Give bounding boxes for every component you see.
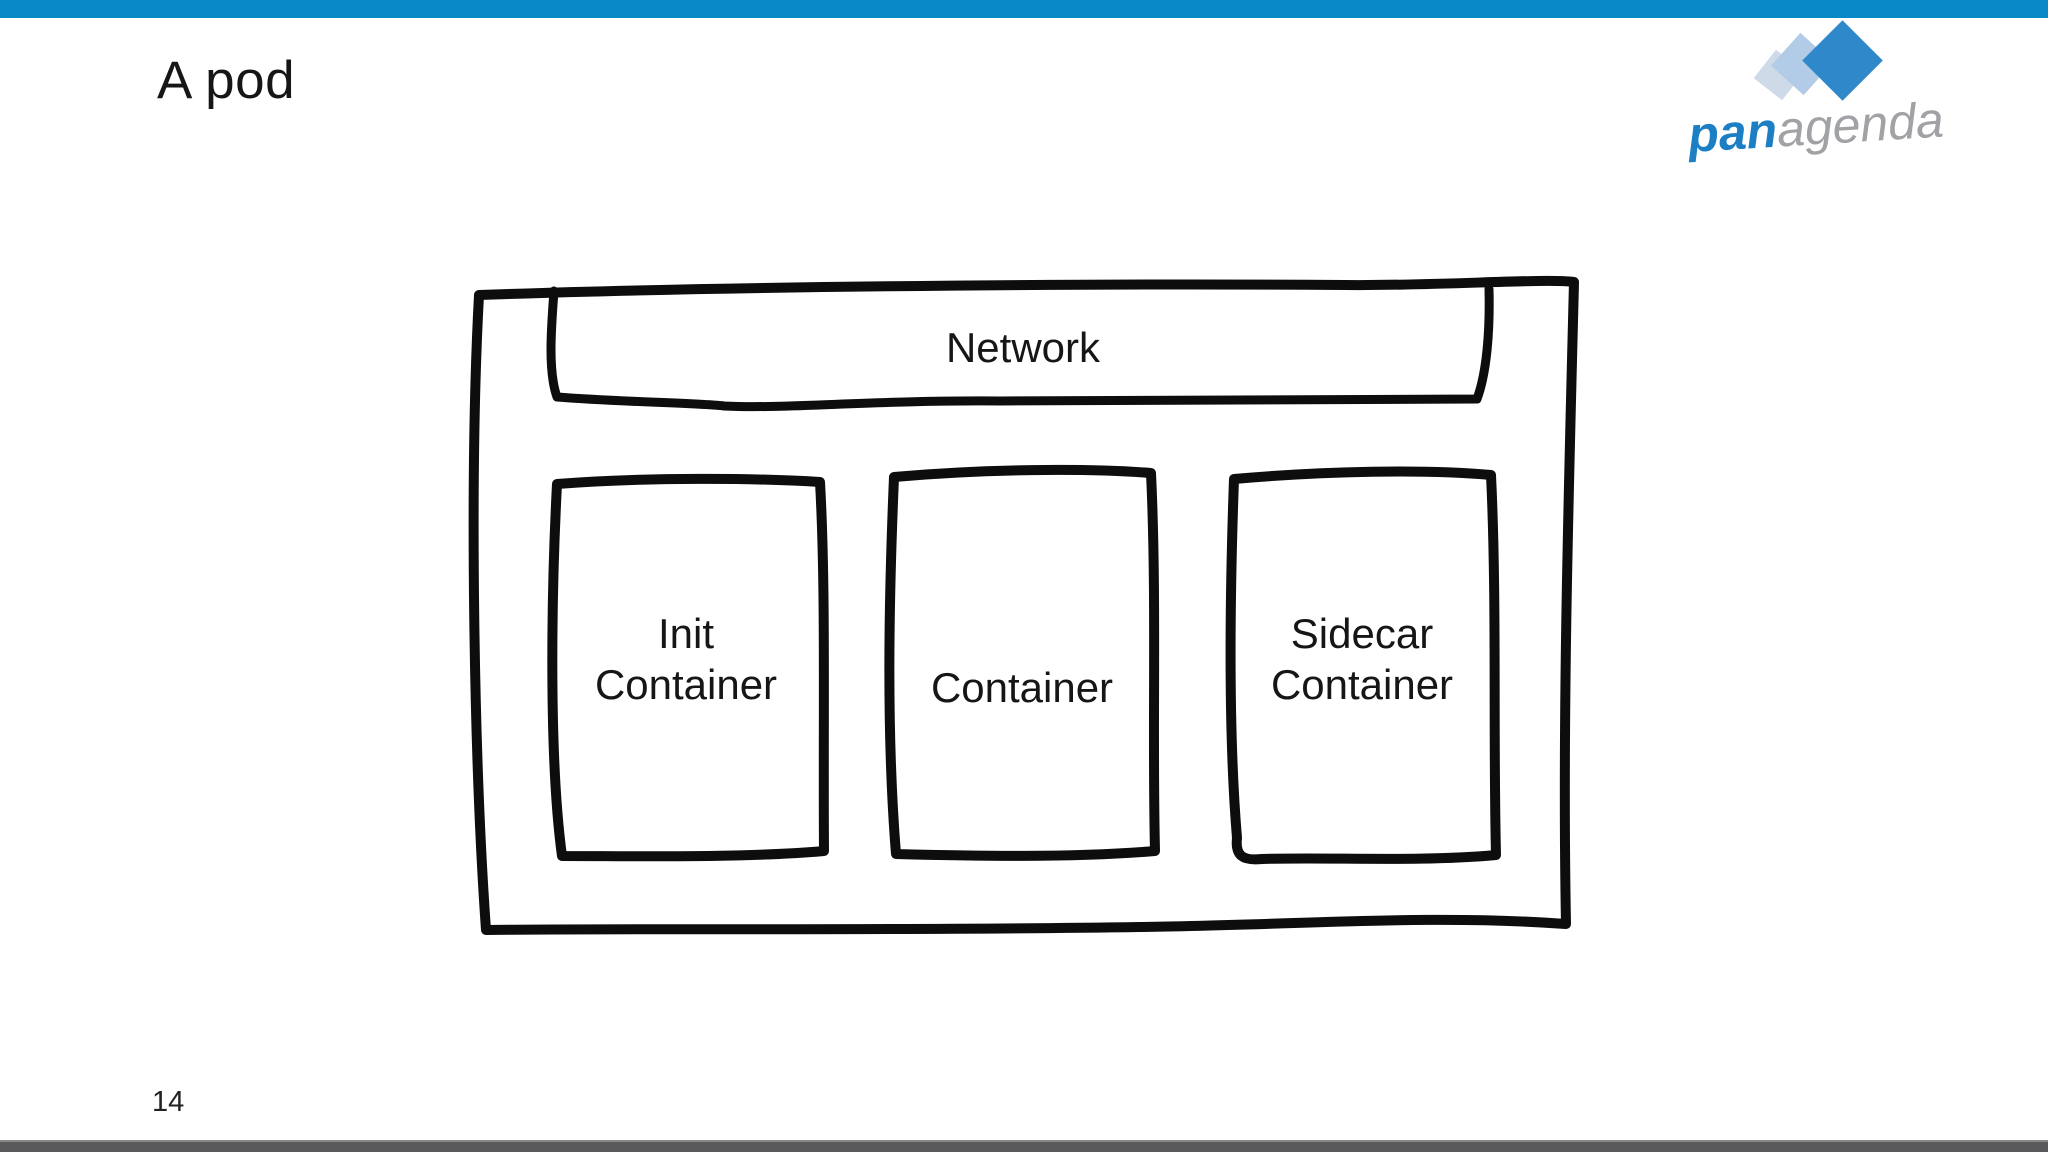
container-box <box>884 464 1160 861</box>
sidecar-container-label: Sidecar Container <box>1270 610 1454 708</box>
slide-title: A pod <box>157 51 296 110</box>
network-box-label: Network <box>945 324 1101 371</box>
container-label: Container <box>930 664 1114 711</box>
page-number: 14 <box>152 1086 185 1118</box>
pod-box <box>468 275 1579 935</box>
footer-bar <box>0 1140 2048 1152</box>
network-box <box>546 284 1494 412</box>
top-accent-bar <box>0 0 2048 18</box>
init-container-label: Init Container <box>594 610 778 708</box>
init-container-box <box>547 473 829 862</box>
sidecar-container-box <box>1225 466 1501 865</box>
